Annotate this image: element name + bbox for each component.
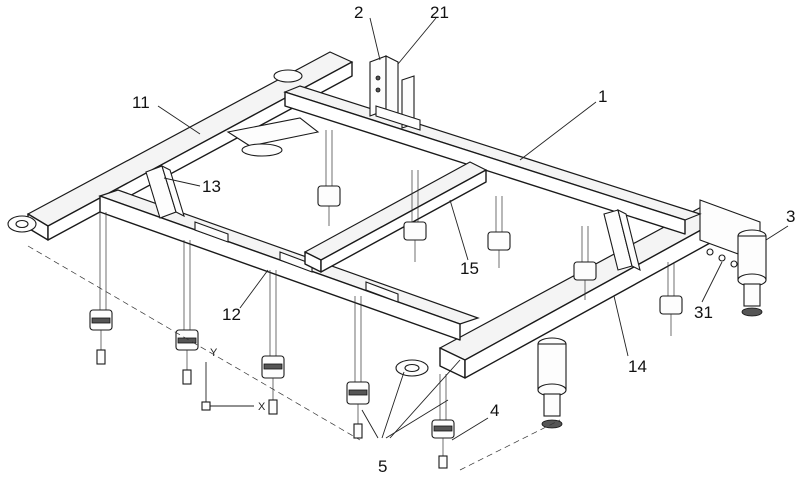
callout-15: 15 [460, 259, 479, 278]
back-beam [285, 86, 700, 234]
callout-12: 12 [222, 305, 241, 324]
callout-1: 1 [598, 87, 607, 106]
axis-x-label: X [258, 401, 266, 413]
pin-2 [176, 240, 198, 384]
callout-14: 14 [628, 357, 647, 376]
callout-5: 5 [378, 457, 387, 476]
callout-3: 3 [786, 207, 795, 226]
axis-indicator: Y X [202, 347, 266, 413]
callout-31: 31 [694, 303, 713, 322]
right-rail [396, 200, 760, 378]
cylinder-front [538, 338, 566, 428]
callout-4: 4 [490, 401, 499, 420]
cylinder-right [738, 230, 766, 316]
callout-21: 21 [430, 3, 449, 22]
callout-2: 2 [354, 3, 363, 22]
pin-10 [660, 262, 682, 336]
pin-6 [318, 130, 340, 226]
pin-1 [90, 212, 112, 364]
callout-13: 13 [202, 177, 221, 196]
pin-8 [488, 196, 510, 268]
callout-11: 11 [132, 93, 150, 112]
pin-3 [262, 270, 284, 414]
